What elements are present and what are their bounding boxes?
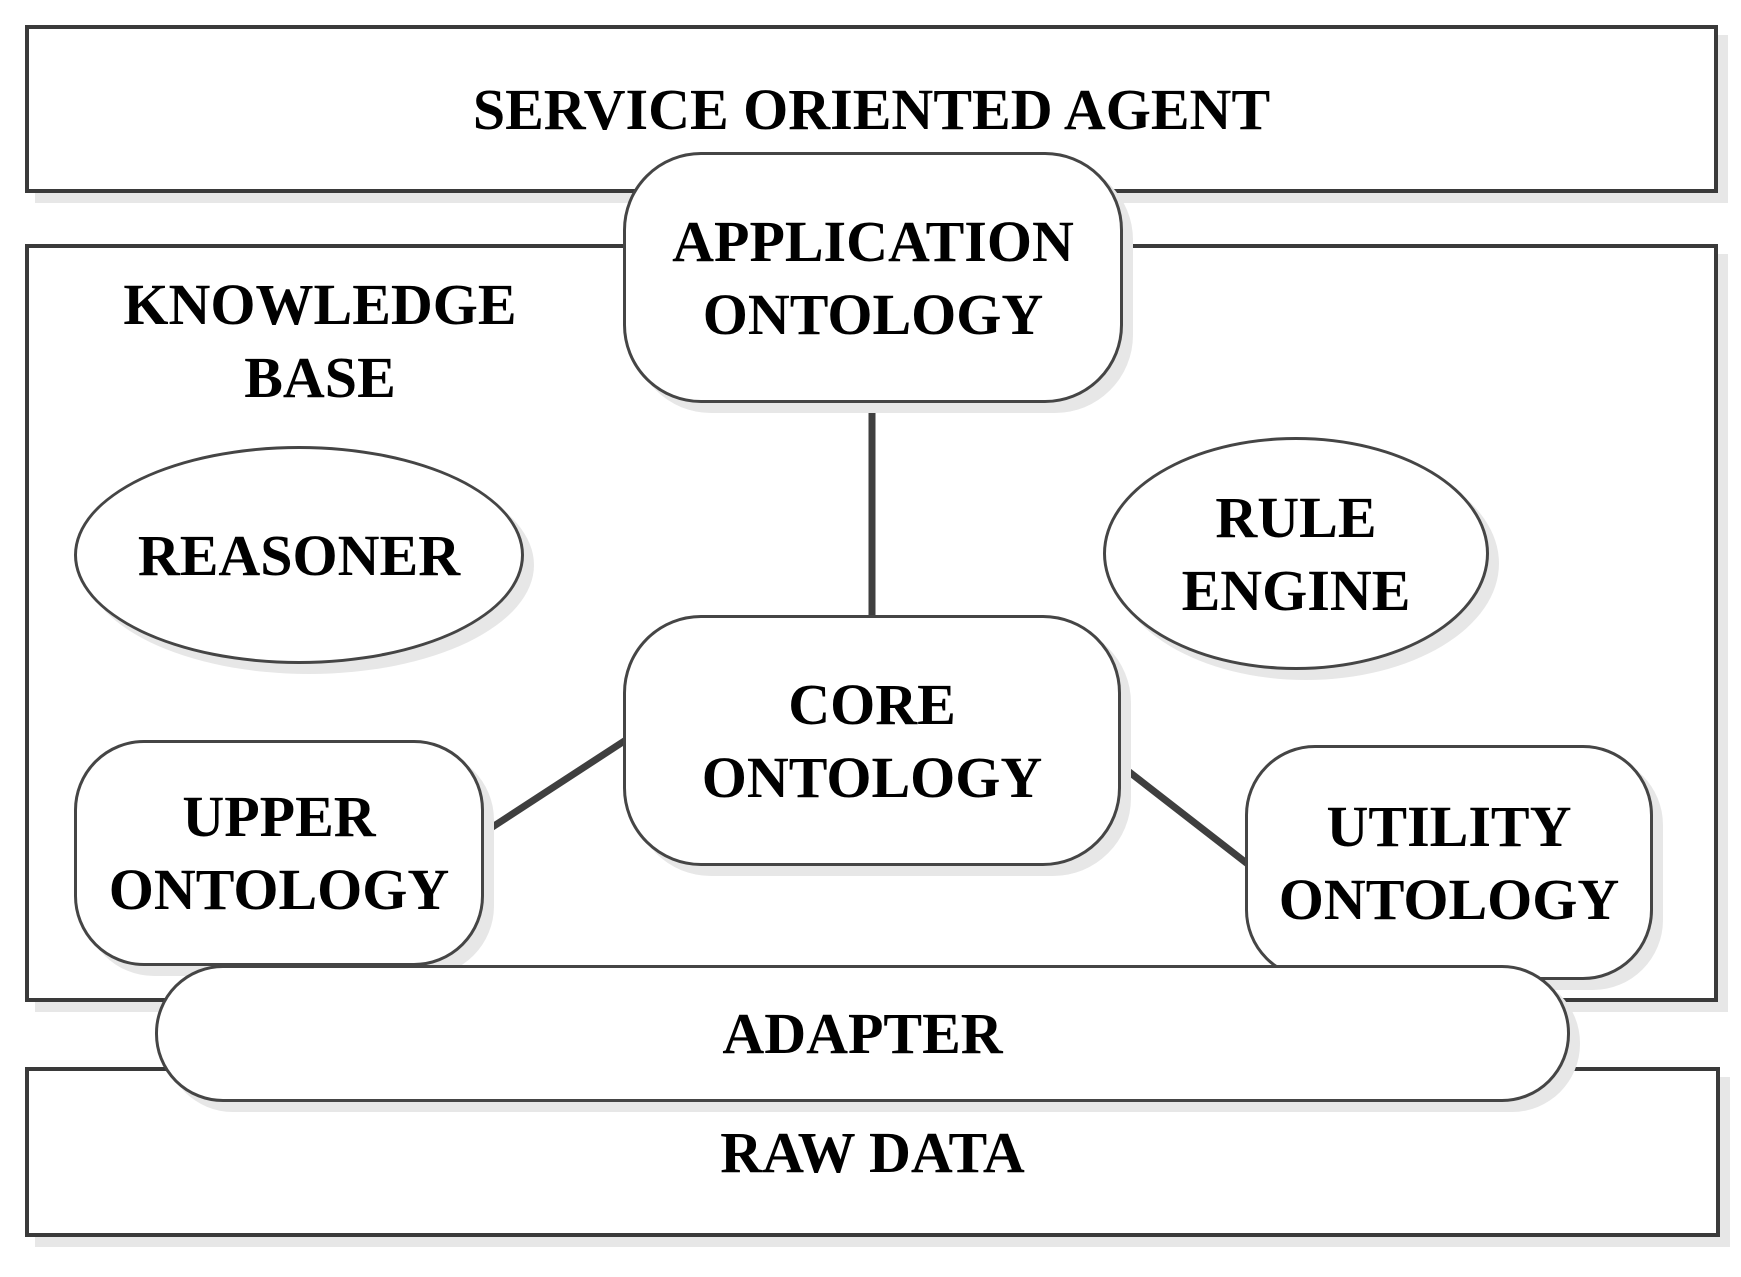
node-adapter: ADAPTER [155,965,1570,1102]
core-ontology-label: CORE ONTOLOGY [701,671,1043,810]
utility-ontology-label: UTILITY ONTOLOGY [1278,793,1620,932]
upper-ontology-label: UPPER ONTOLOGY [108,784,450,922]
edge-upper-to-core [472,733,634,842]
edge-core-to-utility [1107,754,1261,875]
node-application-ontology: APPLICATION ONTOLOGY [623,152,1123,403]
knowledge-base-label: KNOWLEDGE BASE [123,272,517,410]
node-utility-ontology: UTILITY ONTOLOGY [1245,745,1653,980]
service-oriented-agent-label: SERVICE ORIENTED AGENT [472,76,1271,142]
node-rule-engine: RULE ENGINE [1103,437,1489,670]
application-ontology-label: APPLICATION ONTOLOGY [672,208,1074,347]
raw-data-label: RAW DATA [720,1119,1025,1185]
node-core-ontology: CORE ONTOLOGY [623,615,1121,866]
node-upper-ontology: UPPER ONTOLOGY [74,740,484,966]
reasoner-label: REASONER [137,522,461,588]
adapter-label: ADAPTER [722,1001,1003,1066]
node-reasoner: REASONER [74,446,524,664]
rule-engine-label: RULE ENGINE [1181,484,1411,623]
